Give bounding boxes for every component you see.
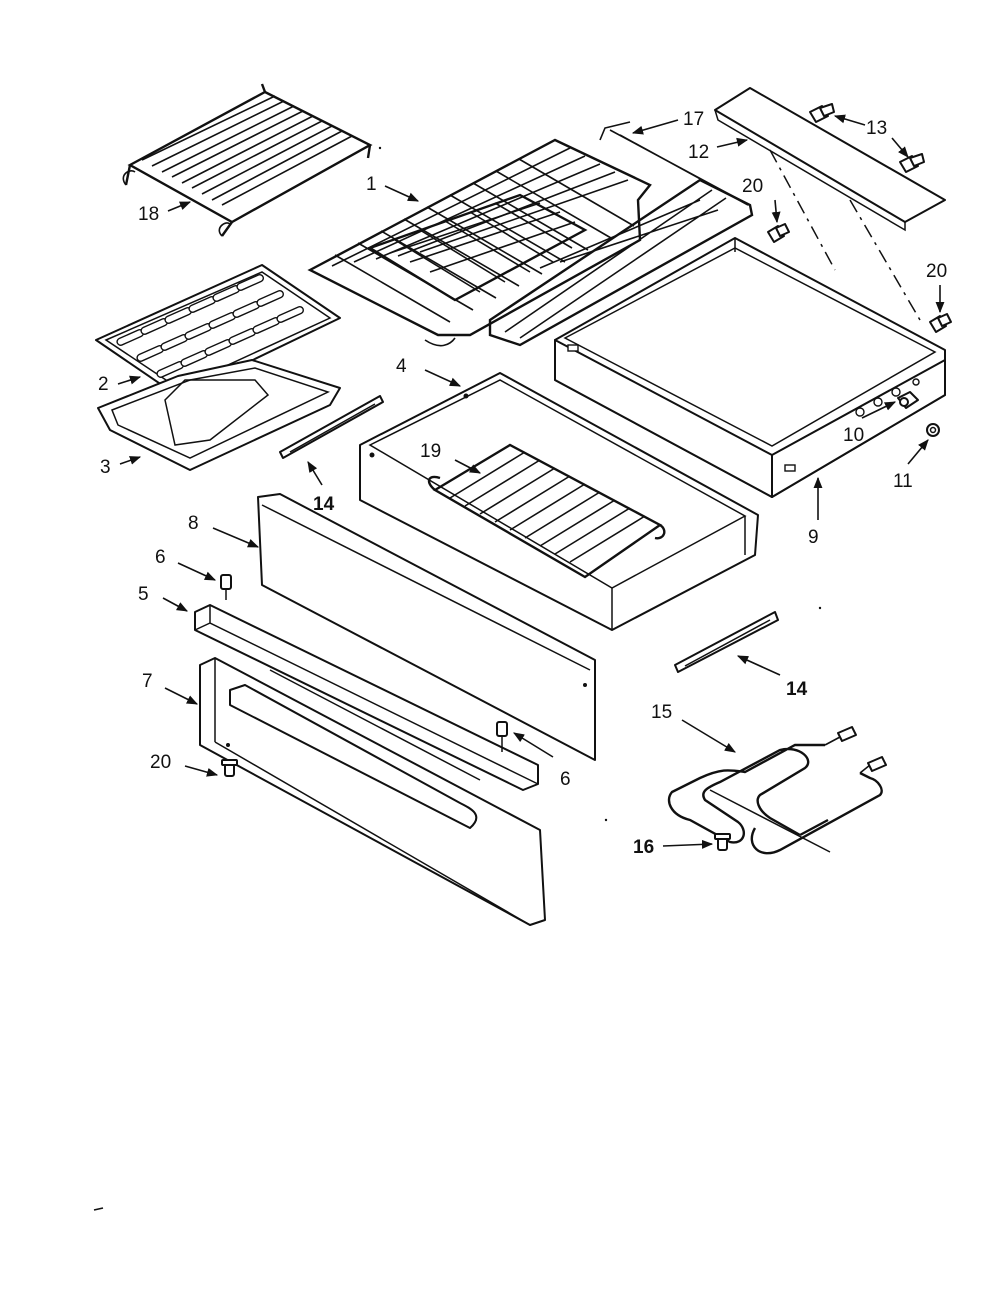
callout-13: 13 bbox=[866, 118, 887, 139]
warming-rack-part-18 bbox=[122, 83, 373, 237]
callout-9: 9 bbox=[808, 527, 819, 548]
callout-10: 10 bbox=[843, 425, 864, 446]
top-bracket-part-12 bbox=[714, 87, 946, 232]
callout-6-upper: 6 bbox=[155, 547, 166, 568]
callout-19: 19 bbox=[420, 441, 441, 462]
callout-20-top: 20 bbox=[742, 176, 763, 197]
screw-part-13-right bbox=[899, 153, 925, 173]
broiler-grid-part-2 bbox=[95, 264, 341, 397]
sensor-part-10 bbox=[897, 391, 919, 409]
slide-rail-part-14-left bbox=[279, 395, 384, 459]
callout-12: 12 bbox=[688, 142, 709, 163]
screw-part-6-lower bbox=[496, 721, 508, 752]
screw-part-13-left bbox=[809, 103, 835, 123]
callout-14-right: 14 bbox=[786, 679, 808, 700]
callout-18: 18 bbox=[138, 204, 159, 225]
callout-6-lower: 6 bbox=[560, 769, 571, 790]
callout-5: 5 bbox=[138, 584, 149, 605]
callout-2: 2 bbox=[98, 374, 109, 395]
callout-14-left: 14 bbox=[313, 494, 335, 515]
broiler-pan-part-3 bbox=[97, 359, 341, 471]
callout-1: 1 bbox=[366, 174, 377, 195]
slide-rail-part-14-right bbox=[674, 611, 779, 673]
callout-20-right: 20 bbox=[926, 261, 947, 282]
drawer-panel-part-8 bbox=[257, 493, 596, 761]
callout-11: 11 bbox=[893, 471, 913, 492]
screw-part-20-front bbox=[221, 759, 238, 777]
callout-15: 15 bbox=[651, 702, 672, 723]
leader-lines bbox=[117, 114, 945, 849]
scan-marks bbox=[93, 146, 822, 1211]
callout-4: 4 bbox=[396, 356, 407, 377]
drawer-housing-part-9 bbox=[554, 237, 946, 498]
drawer-body-part-4 bbox=[359, 372, 759, 631]
screw-part-16 bbox=[714, 833, 731, 851]
callout-20-front: 20 bbox=[150, 752, 171, 773]
screw-part-20-top bbox=[767, 223, 790, 243]
handle-part-5 bbox=[194, 604, 539, 791]
drawer-rack-part-19 bbox=[427, 443, 666, 579]
callout-labels: 1 2 3 4 5 6 6 7 8 9 10 11 12 13 14 14 15… bbox=[98, 109, 947, 858]
callout-8: 8 bbox=[188, 513, 199, 534]
drawer-front-part-7 bbox=[199, 657, 546, 926]
screw-part-20-right bbox=[929, 313, 952, 333]
oven-rack-part-17 bbox=[488, 121, 754, 347]
screw-part-11 bbox=[926, 423, 940, 437]
screw-part-6-upper bbox=[220, 574, 232, 600]
callout-17: 17 bbox=[683, 109, 704, 130]
bracket-dash-lines bbox=[769, 149, 921, 321]
callout-3: 3 bbox=[100, 457, 111, 478]
callout-16: 16 bbox=[633, 837, 654, 858]
callout-7: 7 bbox=[142, 671, 153, 692]
bake-element-part-15 bbox=[667, 726, 887, 855]
